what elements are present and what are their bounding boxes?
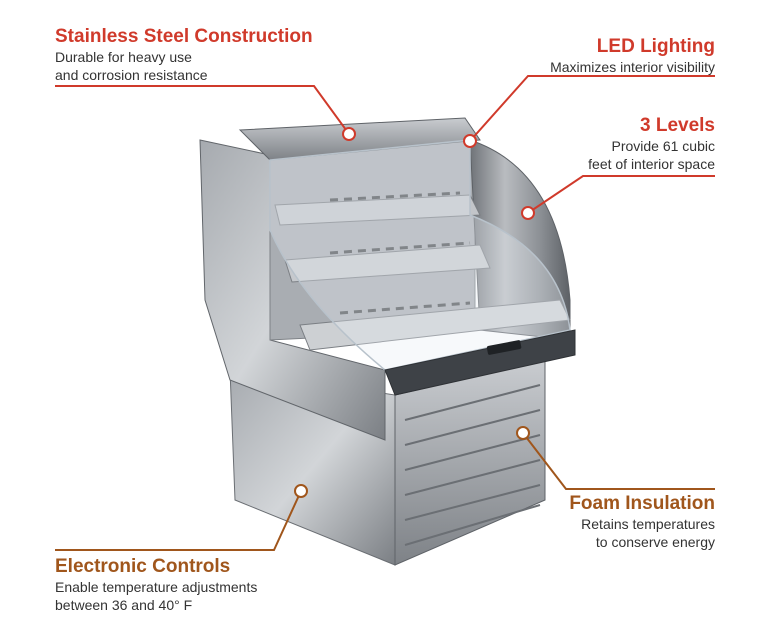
louvers [404, 384, 541, 546]
controls-desc-line1: Enable temperature adjustments [55, 579, 258, 595]
stainless-marker [342, 127, 356, 141]
stainless-leader [55, 85, 350, 135]
levels-desc-line2: feet of interior space [588, 156, 715, 172]
stainless-title: Stainless Steel Construction [55, 26, 313, 47]
foam-leader [522, 432, 715, 490]
base-front-panel [394, 359, 546, 566]
led-marker [463, 134, 477, 148]
led-leader [469, 75, 715, 142]
acrylic-front [269, 139, 571, 371]
levels-title: 3 Levels [640, 115, 715, 136]
shelf-slots [329, 191, 471, 315]
controls-desc-line2: between 36 and 40° F [55, 597, 193, 613]
canopy [238, 117, 481, 161]
right-side-panel [469, 139, 571, 341]
stainless-desc-line1: Durable for heavy use [55, 49, 192, 65]
controls-callout: Electronic Controls Enable temperature a… [55, 556, 257, 614]
brand-badge [486, 340, 522, 355]
levels-desc-line1: Provide 61 cubic [611, 138, 715, 154]
controls-title: Electronic Controls [55, 556, 231, 577]
foam-marker [516, 426, 530, 440]
levels-marker [521, 206, 535, 220]
led-desc-line1: Maximizes interior visibility [550, 59, 715, 75]
shelf-bottom [299, 299, 571, 351]
foam-desc-line1: Retains temperatures [581, 516, 715, 532]
levels-leader [527, 175, 715, 214]
foam-callout: Foam Insulation Retains temperatures to … [569, 493, 715, 551]
shelf-top [274, 194, 481, 226]
foam-title: Foam Insulation [569, 493, 715, 514]
levels-callout: 3 Levels Provide 61 cubic feet of interi… [588, 115, 715, 173]
stainless-desc-line2: and corrosion resistance [55, 67, 208, 83]
led-callout: LED Lighting Maximizes interior visibili… [550, 36, 715, 76]
foam-desc-line2: to conserve energy [595, 534, 715, 550]
led-title: LED Lighting [596, 36, 715, 57]
controls-leader [55, 490, 302, 551]
controls-marker [294, 484, 308, 498]
shelf-middle [284, 244, 491, 283]
stainless-callout: Stainless Steel Construction Durable for… [55, 26, 313, 84]
